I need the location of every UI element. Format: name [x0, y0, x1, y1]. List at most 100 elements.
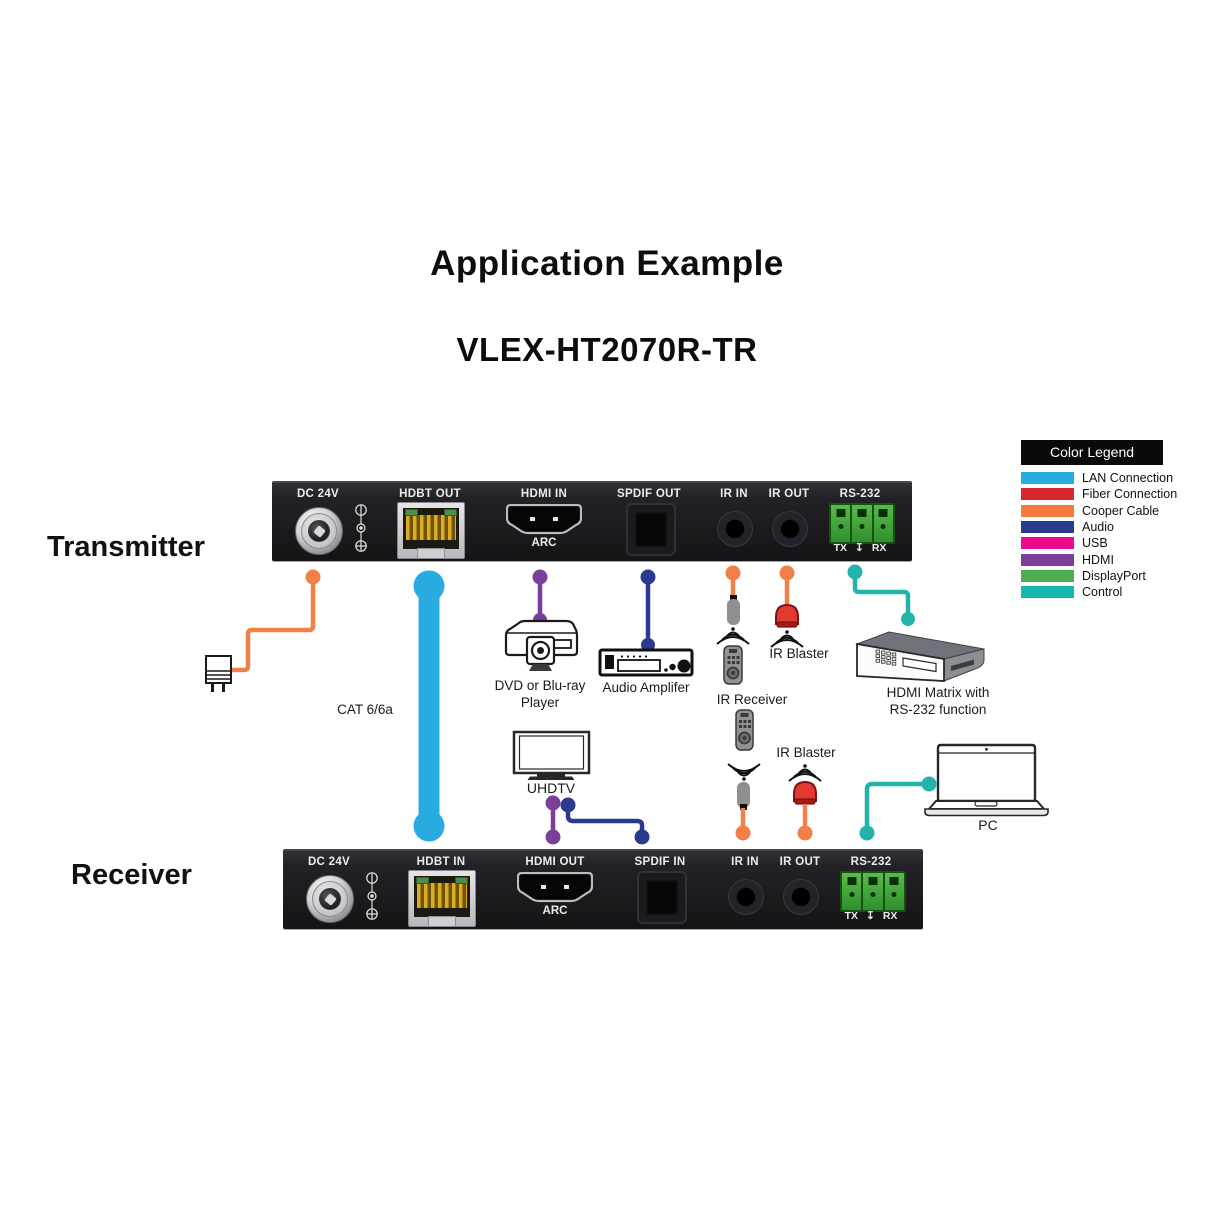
- dc-power-jack: [295, 507, 343, 555]
- legend-item: Audio: [1021, 519, 1163, 535]
- rs232-pin: [873, 505, 893, 542]
- legend-label: LAN Connection: [1082, 471, 1174, 486]
- ir-in-jack: [717, 511, 753, 547]
- tx-label: TX: [844, 910, 858, 922]
- legend-swatch: [1021, 569, 1074, 582]
- port-label-hdmi: HDMI IN: [520, 488, 568, 500]
- hdbt-rj45-port: [408, 870, 476, 927]
- legend-swatch: [1021, 472, 1074, 485]
- arc-label: ARC: [531, 537, 557, 549]
- hdmi-matrix-icon: [855, 631, 985, 682]
- spdif-port: [626, 503, 676, 556]
- ir-in-cable-tx: [725, 565, 741, 599]
- rs232-pinout: TX ↧ RX: [831, 910, 911, 922]
- legend-label: DisplayPort: [1082, 568, 1146, 583]
- ir-out-jack: [783, 879, 819, 915]
- jack-hole: [319, 888, 341, 910]
- ir-in-cable-rx: [735, 808, 751, 841]
- port-label-hdbt: HDBT OUT: [399, 488, 461, 500]
- pc-label: PC: [978, 817, 998, 833]
- arc-label: ARC: [542, 905, 568, 917]
- audio-cable-tx: [640, 569, 656, 652]
- spdif-opening: [635, 512, 667, 547]
- tx-label: TX: [833, 542, 847, 554]
- legend-swatch: [1021, 488, 1074, 501]
- port-label-dc: DC 24V: [307, 856, 351, 868]
- ir-receiver-icon: [727, 763, 761, 810]
- legend-swatch: [1021, 521, 1074, 534]
- model-number: VLEX-HT2070R-TR: [456, 331, 758, 368]
- page-title: Application Example: [430, 244, 784, 283]
- rx-label: RX: [871, 542, 887, 554]
- hdmi-cable-rx: [545, 795, 561, 845]
- matrix-label-line1: HDMI Matrix with: [886, 685, 990, 700]
- legend-item: USB: [1021, 535, 1163, 551]
- rs232-terminal: [829, 503, 895, 544]
- hdmi-matrix-label: HDMI Matrix with RS-232 function: [868, 684, 1008, 718]
- receiver-panel: DC 24V HDBT IN HDMI OUT SPDIF IN IR IN I…: [283, 849, 923, 929]
- rs232-pin: [863, 873, 885, 910]
- legend-title: Color Legend: [1021, 440, 1163, 465]
- legend-item: Control: [1021, 584, 1163, 600]
- rs232-pin: [852, 505, 874, 542]
- rj45-cavity: [403, 508, 459, 549]
- port-label-dc: DC 24V: [296, 488, 340, 500]
- port-label-rs232: RS-232: [839, 488, 881, 500]
- rx-label: RX: [882, 910, 898, 922]
- rj45-cavity: [414, 876, 470, 917]
- jack-ring: [312, 881, 348, 917]
- legend-item: HDMI: [1021, 551, 1163, 567]
- spdif-opening: [646, 880, 678, 915]
- legend-label: Control: [1082, 585, 1123, 600]
- dvd-player-label: DVD or Blu-ray Player: [480, 677, 600, 711]
- uhdtv-icon: [512, 730, 591, 780]
- legend-item: DisplayPort: [1021, 568, 1163, 584]
- ir-out-cable-rx: [797, 804, 813, 841]
- jack-notch: [313, 525, 326, 538]
- ir-blaster-icon: [788, 764, 822, 805]
- ir-in-jack: [728, 879, 764, 915]
- audio-amplifier-icon: [598, 648, 694, 677]
- legend-label: USB: [1082, 536, 1108, 551]
- dvd-label-line1: DVD or Blu-ray: [494, 678, 586, 693]
- legend-label: Cooper Cable: [1082, 503, 1160, 518]
- receiver-label: Receiver: [71, 859, 192, 891]
- rj45-led-right: [444, 509, 457, 516]
- spdif-port: [637, 871, 687, 924]
- rs232-pin: [831, 505, 853, 542]
- rs232-terminal: [840, 871, 906, 912]
- port-label-ir-in: IR IN: [731, 856, 759, 868]
- transmitter-label: Transmitter: [47, 531, 205, 563]
- port-label-ir-out: IR OUT: [779, 856, 821, 868]
- rs232-pin: [884, 873, 904, 910]
- legend-label: HDMI: [1082, 552, 1114, 567]
- ir-blaster-icon: [770, 603, 804, 648]
- rj45-led-left: [416, 877, 429, 884]
- audio-cable-rx: [560, 797, 650, 845]
- ir-out-cable-tx: [779, 565, 795, 606]
- ground-symbol: ↧: [866, 910, 875, 922]
- port-label-ir-out: IR OUT: [768, 488, 810, 500]
- legend-item: LAN Connection: [1021, 470, 1173, 486]
- matrix-label-line2: RS-232 function: [889, 702, 987, 717]
- rj45-led-left: [405, 509, 418, 516]
- legend-swatch: [1021, 504, 1074, 517]
- legend-label: Audio: [1082, 520, 1114, 535]
- polarity-icon: [366, 872, 378, 920]
- hdmi-cable-tx: [532, 569, 548, 627]
- legend-swatch: [1021, 553, 1074, 566]
- rj45-pins: [406, 515, 456, 540]
- power-cable: [231, 569, 321, 673]
- jack-hole: [308, 520, 330, 542]
- hdbt-rj45-port: [397, 502, 465, 559]
- port-label-rs232: RS-232: [850, 856, 892, 868]
- legend-item: Fiber Connection: [1021, 486, 1177, 502]
- ir-receiver-icon: [716, 595, 750, 645]
- ground-symbol: ↧: [855, 542, 864, 554]
- audio-amplifier-label: Audio Amplifer: [602, 680, 690, 695]
- rj45-tab: [417, 548, 445, 558]
- hdmi-port: [506, 504, 582, 535]
